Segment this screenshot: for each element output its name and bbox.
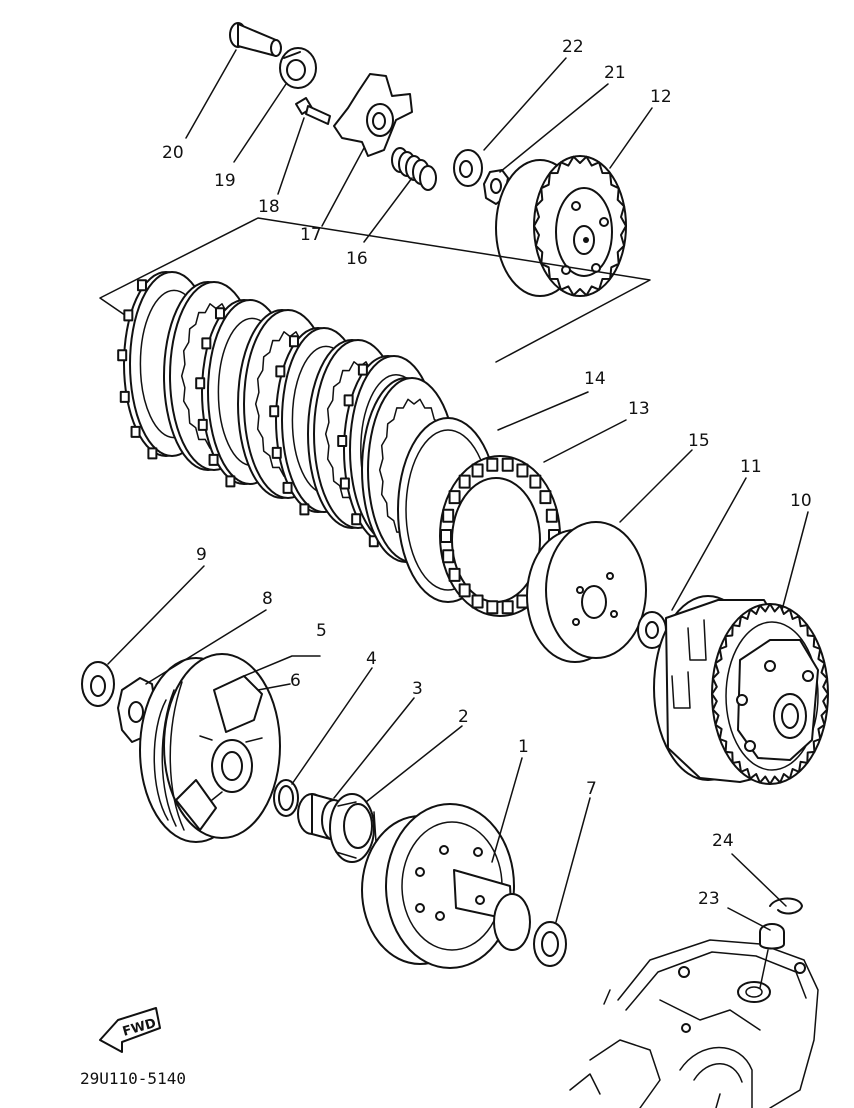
crankcase-section <box>569 939 819 1108</box>
friction-pad <box>516 594 529 609</box>
plate-7-tab <box>357 363 368 376</box>
part-23-cap <box>759 923 785 950</box>
plate-7-tab <box>339 477 350 490</box>
label-15: 15 <box>688 431 710 451</box>
plate-1-tab <box>130 425 141 438</box>
part-18-bolt <box>295 97 331 125</box>
plate-1-tab <box>117 349 128 362</box>
plate-7-tab <box>337 435 348 448</box>
friction-pad <box>442 508 455 523</box>
label-18: 18 <box>258 197 280 217</box>
label-7: 7 <box>586 779 597 799</box>
friction-pad <box>529 474 542 489</box>
friction-pad <box>448 490 461 505</box>
part-19-bearing <box>279 47 317 89</box>
leader-lines <box>107 49 809 989</box>
plate-1-tab <box>136 279 147 292</box>
part-15-drum-plate <box>526 521 647 663</box>
plate-1-tab <box>147 447 158 460</box>
plate-3-tab <box>201 337 212 350</box>
part-10-clutch-housing <box>653 595 829 785</box>
plate-3-tab <box>208 453 219 466</box>
friction-pad <box>486 600 499 615</box>
drawing-code: 29U110-5140 <box>80 1069 186 1088</box>
label-2: 2 <box>458 707 469 727</box>
part-2-one-way-clutch <box>329 793 377 863</box>
label-23: 23 <box>698 889 720 909</box>
plate-5-tab <box>269 405 280 418</box>
plate-5-tab <box>275 365 286 378</box>
friction-pad <box>442 549 455 564</box>
label-14: 14 <box>584 369 606 389</box>
plate-5-tab <box>288 335 299 348</box>
label-22: 22 <box>562 37 584 57</box>
plate-7-tab <box>343 394 354 407</box>
friction-pad <box>448 567 461 582</box>
friction-pad <box>486 457 499 472</box>
label-19: 19 <box>214 171 236 191</box>
part-13-friction-plate <box>439 455 561 617</box>
part-12-boss <box>495 155 627 297</box>
label-24: 24 <box>712 831 734 851</box>
fwd-arrow-icon: FWD <box>99 1007 161 1053</box>
friction-pad <box>471 463 484 478</box>
friction-pad <box>440 529 452 543</box>
part-4-ring <box>273 779 299 817</box>
plate-5-tab <box>299 503 310 516</box>
label-10: 10 <box>790 491 812 511</box>
part-labels: 20 19 18 17 16 22 21 12 14 13 15 11 10 9… <box>162 37 812 909</box>
label-12: 12 <box>650 87 672 107</box>
plate-1-tab <box>123 309 134 322</box>
part-9-washer <box>81 661 115 707</box>
label-11: 11 <box>740 457 762 477</box>
part-22-washer <box>453 149 483 187</box>
label-20: 20 <box>162 143 184 163</box>
part-1-clutch-drum <box>361 803 531 969</box>
friction-pad <box>458 583 471 598</box>
plate-7-tab <box>351 513 362 526</box>
part-17-plate <box>333 73 413 157</box>
plate-3-tab <box>195 377 206 390</box>
friction-pad <box>501 457 514 472</box>
friction-pad <box>471 594 484 609</box>
label-1: 1 <box>518 737 529 757</box>
plate-1-tab <box>119 390 130 403</box>
part-7-washer <box>533 921 567 967</box>
plate-5-tab <box>271 446 282 459</box>
housing-gear-root <box>725 621 819 771</box>
label-16: 16 <box>346 249 368 269</box>
part-5-6-centrifugal-clutch <box>139 653 281 843</box>
label-5: 5 <box>316 621 327 641</box>
label-13: 13 <box>628 399 650 419</box>
label-21: 21 <box>604 63 626 83</box>
friction-pad <box>458 474 471 489</box>
label-9: 9 <box>196 545 207 565</box>
plate-3-tab <box>214 307 225 320</box>
label-6: 6 <box>290 671 301 691</box>
label-3: 3 <box>412 679 423 699</box>
plate-3-tab <box>197 418 208 431</box>
label-17: 17 <box>300 225 322 245</box>
plate-5-tab <box>282 481 293 494</box>
plate-3-tab <box>225 475 236 488</box>
friction-pad <box>501 600 514 615</box>
label-4: 4 <box>366 649 377 669</box>
friction-pad <box>545 508 558 523</box>
friction-pad <box>539 490 552 505</box>
label-8: 8 <box>262 589 273 609</box>
part-20-bolt <box>229 22 282 57</box>
part-16-spring <box>391 147 437 191</box>
friction-pad <box>516 463 529 478</box>
